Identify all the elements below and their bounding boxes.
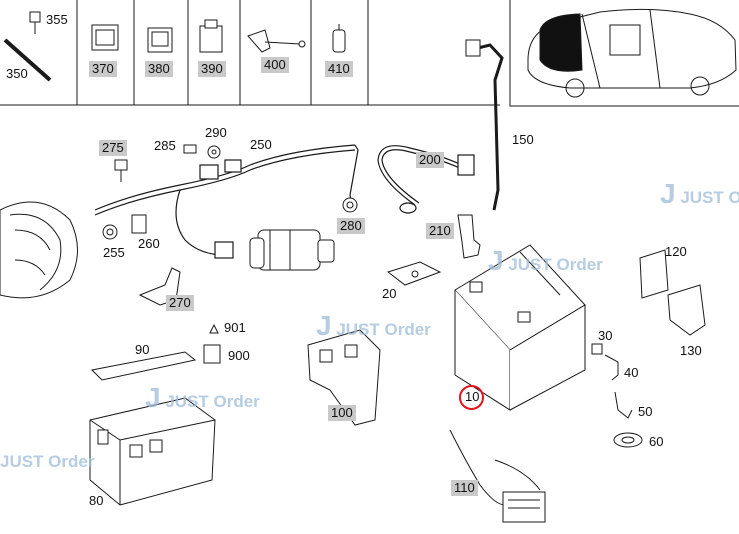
fasteners xyxy=(102,144,358,240)
clip-390-icon xyxy=(199,19,223,53)
vent-parts xyxy=(591,343,643,448)
bolt-355-icon xyxy=(3,11,52,82)
part-label-120[interactable]: 120 xyxy=(665,244,687,259)
car-overview-box xyxy=(509,0,739,107)
part-label-285[interactable]: 285 xyxy=(154,138,176,153)
part-label-90[interactable]: 90 xyxy=(135,342,150,357)
clip-380-icon xyxy=(147,27,173,53)
bracket-400-icon xyxy=(247,29,306,53)
starter-motor xyxy=(249,229,335,271)
part-label-255[interactable]: 255 xyxy=(103,245,125,260)
part-label-200[interactable]: 200 xyxy=(416,152,444,168)
fuse-410-icon xyxy=(332,24,346,53)
part-label-270[interactable]: 270 xyxy=(166,295,194,311)
part-label-250[interactable]: 250 xyxy=(250,137,272,152)
part-label-210[interactable]: 210 xyxy=(426,223,454,239)
part-label-50[interactable]: 50 xyxy=(638,404,653,419)
cover-20 xyxy=(386,261,442,286)
cable-150 xyxy=(465,39,504,211)
connector-210 xyxy=(457,214,481,259)
part-label-901[interactable]: 901 xyxy=(224,320,246,335)
part-label-100[interactable]: 100 xyxy=(328,405,356,421)
clip-370-icon xyxy=(91,24,119,51)
part-label-370[interactable]: 370 xyxy=(89,61,117,77)
part-label-40[interactable]: 40 xyxy=(624,365,639,380)
part-label-355[interactable]: 355 xyxy=(46,12,68,27)
relay-strip-90 xyxy=(90,351,197,381)
part-label-900[interactable]: 900 xyxy=(228,348,250,363)
part-label-400[interactable]: 400 xyxy=(261,57,289,73)
part-label-260[interactable]: 260 xyxy=(138,236,160,251)
wiring-harness-250 xyxy=(94,144,359,259)
part-label-130[interactable]: 130 xyxy=(680,343,702,358)
part-label-10[interactable]: 10 xyxy=(465,389,480,404)
part-label-410[interactable]: 410 xyxy=(325,61,353,77)
part-label-380[interactable]: 380 xyxy=(145,61,173,77)
relay-120 xyxy=(639,249,669,299)
part-label-20[interactable]: 20 xyxy=(382,286,397,301)
part-label-275[interactable]: 275 xyxy=(99,140,127,156)
part-label-350[interactable]: 350 xyxy=(6,66,28,81)
part-label-290[interactable]: 290 xyxy=(205,125,227,140)
fuse-box-80 xyxy=(89,397,216,506)
battery-10 xyxy=(454,244,586,411)
highlight-circle xyxy=(459,385,484,410)
bracket-130 xyxy=(667,284,706,336)
cable-110 xyxy=(449,429,546,523)
part-label-30[interactable]: 30 xyxy=(598,328,613,343)
part-label-280[interactable]: 280 xyxy=(337,218,365,234)
alternator xyxy=(0,201,78,299)
part-label-150[interactable]: 150 xyxy=(512,132,534,147)
part-label-110[interactable]: 110 xyxy=(451,480,478,496)
unit-100 xyxy=(307,329,381,426)
header-parts-strip xyxy=(0,0,500,106)
relay-900 xyxy=(203,323,221,364)
part-label-390[interactable]: 390 xyxy=(198,61,226,77)
part-label-80[interactable]: 80 xyxy=(89,493,104,508)
part-label-60[interactable]: 60 xyxy=(649,434,664,449)
